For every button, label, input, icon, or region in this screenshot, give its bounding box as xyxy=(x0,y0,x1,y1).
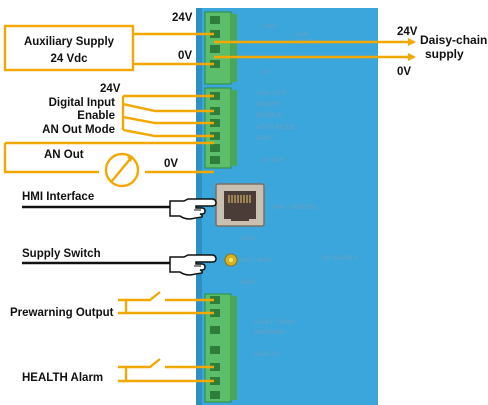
aux-supply-terminal xyxy=(204,11,237,85)
daisy-chain-arrows xyxy=(214,38,416,61)
aux-supply-voltage: 24 Vdc xyxy=(50,53,88,65)
an-out-mode-label: AN Out Mode xyxy=(42,124,115,136)
terminal-screw xyxy=(210,346,220,354)
health-alarm-label: HEALTH Alarm xyxy=(22,372,103,384)
slide-switch-icon[interactable] xyxy=(224,253,238,267)
io-terminal xyxy=(204,87,237,169)
aux-supply-wires xyxy=(133,32,214,66)
panel-text-io-c: ENABLE xyxy=(256,112,282,119)
terminal-screw xyxy=(210,363,220,371)
terminal-screw xyxy=(210,16,220,24)
terminal-screw xyxy=(210,326,220,334)
io-24v-label: 24V xyxy=(100,83,121,95)
io-wiring xyxy=(121,94,214,138)
daisy-chain-title: Daisy-chain xyxy=(420,33,487,47)
daisy-0v-label: 0V xyxy=(397,66,411,78)
terminal-screw xyxy=(210,107,220,115)
aux-24v-label: 24V xyxy=(172,12,193,24)
panel-text-io-f: 0V OUT xyxy=(262,157,286,164)
relay-terminal xyxy=(204,293,237,403)
panel-text-aux-d: 0V xyxy=(262,69,271,76)
panel-text-io-e: AOUT xyxy=(256,135,274,142)
an-out-0v-label: 0V xyxy=(164,158,178,170)
panel-text-sw-d: 380V xyxy=(240,279,256,286)
terminal-screw xyxy=(210,92,220,100)
ammeter-icon xyxy=(104,152,140,188)
daisy-24v-label: 24V xyxy=(397,26,418,38)
terminal-screw xyxy=(210,132,220,140)
an-out-label: AN Out xyxy=(44,149,84,161)
panel-text-io-b: ON/OFF xyxy=(256,101,281,108)
terminal-screw xyxy=(210,391,220,399)
panel-text-hmi: HMI - REMOTE xyxy=(272,204,318,211)
panel-text-aux-b: AUX xyxy=(296,31,310,38)
supply-switch-label: Supply Switch xyxy=(22,248,101,260)
panel-text-aux-a: +24V xyxy=(262,23,278,30)
prewarning-output-label: Prewarning Output xyxy=(10,307,114,319)
panel-text-io-a: +24V OUT xyxy=(256,90,287,97)
terminal-screw xyxy=(210,156,220,164)
terminal-screw xyxy=(210,296,220,304)
aux-0v-label: 0V xyxy=(178,50,192,62)
digital-input-label: Digital Input xyxy=(49,97,116,109)
terminal-screw xyxy=(210,144,220,152)
daisy-chain-subtitle: supply xyxy=(425,47,464,61)
hmi-interface-label: HMI Interface xyxy=(22,191,94,203)
panel-text-sw-b: 400 / 460V xyxy=(240,257,272,264)
rj45-jack-icon xyxy=(215,183,265,227)
terminal-screw xyxy=(210,309,220,317)
panel-text-sw-c: DC SUPPLY xyxy=(322,255,359,262)
aux-supply-box xyxy=(3,24,135,72)
pointing-hand-icon xyxy=(169,254,217,276)
terminal-screw xyxy=(210,119,220,127)
prewarning-contact-wiring xyxy=(118,291,214,315)
panel-text-io-d: AOUT MODE xyxy=(256,124,296,131)
panel-text-sw-a: 230V xyxy=(240,235,256,242)
panel-text-relay-a: FAULT / WRN xyxy=(254,319,295,326)
terminal-screw xyxy=(210,377,220,385)
terminal-screw xyxy=(210,30,220,38)
health-contact-wiring xyxy=(118,358,214,383)
panel-text-relay-b: WARNING xyxy=(254,329,285,336)
panel-text-relay-c: HEALTH xyxy=(254,351,279,358)
pointing-hand-icon xyxy=(169,198,217,220)
terminal-screw xyxy=(210,60,220,68)
enable-label: Enable xyxy=(77,110,115,122)
an-out-loop xyxy=(3,141,214,174)
aux-supply-title: Auxiliary Supply xyxy=(24,36,115,48)
terminal-screw xyxy=(210,45,220,53)
